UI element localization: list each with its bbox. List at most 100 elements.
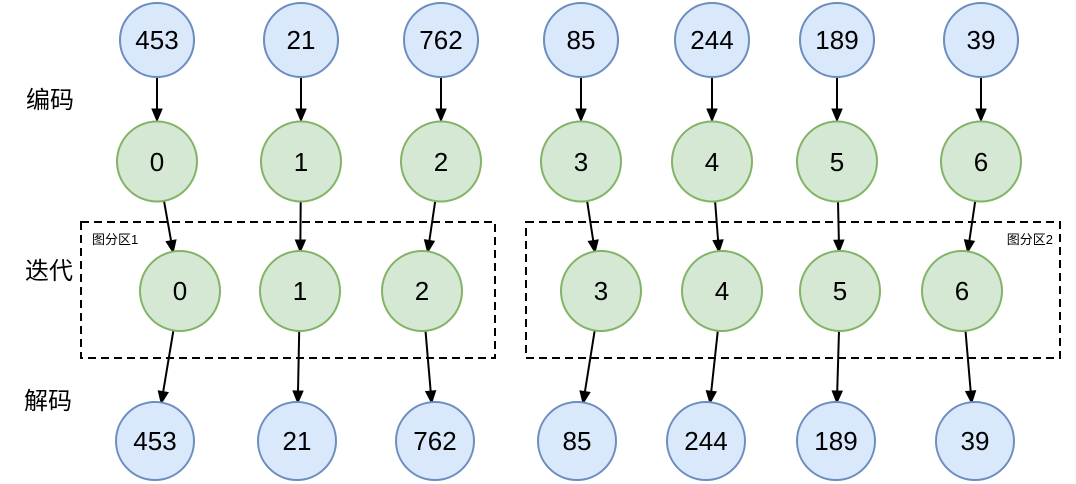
id-node-value: 1 (294, 147, 308, 177)
iterate-arrow (428, 200, 437, 251)
id-node: 4 (671, 120, 753, 203)
iterated-node-value: 3 (594, 276, 608, 306)
iterated-node-value: 4 (715, 276, 729, 306)
iterated-node-value: 5 (833, 276, 847, 306)
iterate-arrow (586, 200, 595, 252)
encoded-node: 244 (674, 2, 750, 78)
id-node-circle (796, 120, 878, 203)
id-node-value: 5 (830, 147, 844, 177)
decode-arrow (964, 330, 972, 402)
encoded-node: 453 (119, 2, 195, 78)
encoded-node-circle (799, 2, 875, 78)
encoded-node-circle (119, 2, 195, 78)
iterate-arrow (163, 200, 173, 252)
id-node-circle (540, 120, 622, 203)
decoded-node-value: 453 (133, 426, 176, 456)
decoded-node-circle (666, 401, 746, 481)
decoded-node-value: 762 (413, 426, 456, 456)
decoded-node-circle (257, 401, 337, 481)
id-node: 1 (260, 120, 342, 203)
id-node-circle (671, 120, 753, 203)
iterated-node-circle (139, 250, 221, 332)
id-node-circle (260, 120, 342, 203)
decoded-node: 453 (115, 401, 195, 481)
encoded-node-value: 21 (287, 25, 316, 55)
id-node: 5 (796, 120, 878, 203)
decoded-node-value: 21 (283, 426, 312, 456)
decode-arrow (161, 330, 175, 402)
partition-1-label: 图分区1 (92, 232, 138, 247)
id-node: 6 (940, 120, 1022, 203)
iterated-node-circle (921, 250, 1003, 332)
decoded-node: 244 (666, 401, 746, 481)
row-label-decode: 解码 (24, 388, 72, 415)
id-node: 0 (116, 120, 198, 203)
iterated-node: 6 (921, 250, 1003, 332)
decoded-node: 85 (537, 401, 617, 481)
iterated-node-value: 1 (293, 276, 307, 306)
iterated-node: 0 (139, 250, 221, 332)
id-node-value: 3 (574, 147, 588, 177)
encoded-node-value: 244 (690, 25, 733, 55)
iterated-node-circle (259, 250, 341, 332)
partition-1-box (80, 221, 496, 359)
iterated-node-circle (799, 250, 881, 332)
iterated-node: 4 (681, 250, 763, 332)
encoded-node-value: 762 (419, 25, 462, 55)
encoded-node: 762 (403, 2, 479, 78)
id-node-value: 2 (434, 147, 448, 177)
encoded-node: 21 (263, 2, 339, 78)
decode-arrow (837, 330, 839, 402)
decoded-node-value: 85 (563, 426, 592, 456)
iterated-node-value: 0 (173, 276, 187, 306)
id-node: 2 (400, 120, 482, 203)
iterated-node-circle (560, 250, 642, 332)
iterate-arrow (715, 201, 719, 251)
iterated-node: 3 (560, 250, 642, 332)
encoded-node-circle (543, 2, 619, 78)
decoded-node: 762 (395, 401, 475, 481)
row-label-iterate: 迭代 (25, 258, 73, 285)
encoded-node-value: 85 (567, 25, 596, 55)
iterate-arrow (838, 201, 839, 252)
encoded-node-value: 39 (967, 25, 996, 55)
encoded-node-circle (943, 2, 1019, 78)
decode-arrow (298, 330, 299, 402)
iterated-node: 1 (259, 250, 341, 332)
decoded-node-circle (796, 401, 876, 481)
decode-arrow (583, 330, 596, 403)
iterate-arrow (968, 200, 977, 251)
id-node-value: 6 (974, 147, 988, 177)
decoded-node-circle (395, 401, 475, 481)
decoded-node-value: 189 (814, 426, 857, 456)
id-node: 3 (540, 120, 622, 203)
decoded-node-value: 244 (684, 426, 727, 456)
iterated-node-circle (381, 250, 463, 332)
iterated-node-circle (681, 250, 763, 332)
encoded-node-value: 453 (135, 25, 178, 55)
decoded-node-circle (537, 401, 617, 481)
iterated-node: 2 (381, 250, 463, 332)
encoded-node: 189 (799, 2, 875, 78)
id-node-circle (940, 120, 1022, 203)
encoded-node: 85 (543, 2, 619, 78)
partition-2-box (525, 221, 1061, 359)
id-node-circle (116, 120, 198, 203)
iterated-node-value: 2 (415, 276, 429, 306)
iterated-node-value: 6 (955, 276, 969, 306)
decoded-node: 21 (257, 401, 337, 481)
encoded-node-circle (674, 2, 750, 78)
encoded-node-circle (403, 2, 479, 78)
decoded-node-value: 39 (961, 426, 990, 456)
decoded-node-circle (115, 401, 195, 481)
encoded-node-circle (263, 2, 339, 78)
decoded-node-circle (935, 401, 1015, 481)
id-node-value: 4 (705, 147, 719, 177)
encoded-node-value: 189 (815, 25, 858, 55)
row-label-encode: 编码 (26, 87, 74, 114)
id-node-circle (400, 120, 482, 203)
encoded-node: 39 (943, 2, 1019, 78)
decoded-node: 189 (796, 401, 876, 481)
